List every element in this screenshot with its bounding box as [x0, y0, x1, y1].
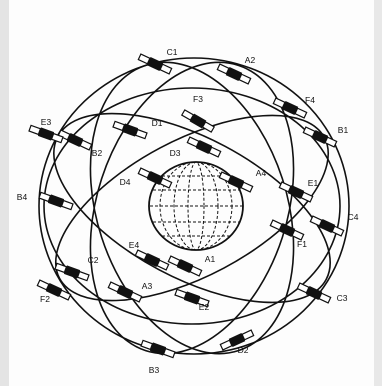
satellite-e4: E4	[129, 240, 170, 271]
satellite-label: B1	[338, 125, 349, 135]
satellite-icon	[135, 249, 170, 272]
satellite-label: D4	[120, 177, 131, 187]
satellite-label: E1	[308, 178, 319, 188]
satellite-f3: F3	[181, 94, 215, 133]
satellite-label: F3	[193, 94, 203, 104]
satellite-e3: E3	[28, 117, 63, 144]
satellite-label: C1	[167, 47, 178, 57]
satellite-label: E3	[41, 117, 52, 127]
satellite-label: F2	[40, 294, 50, 304]
satellite-label: C2	[88, 255, 99, 265]
scan-border-right	[374, 0, 382, 386]
satellite-e2: E2	[174, 288, 209, 312]
scan-border-left	[0, 0, 9, 386]
satellite-icon	[303, 126, 338, 149]
satellite-icon	[181, 109, 215, 134]
satellite-label: C4	[348, 212, 359, 222]
satellite-label: E2	[199, 302, 210, 312]
satellite-icon	[140, 339, 175, 359]
satellite-b2: B2	[58, 129, 103, 158]
orbit-rings	[25, 36, 359, 380]
satellite-d4: D4	[120, 167, 173, 190]
satellite-label: A3	[142, 281, 153, 291]
satellite-label: C3	[337, 293, 348, 303]
satellite-f2: F2	[37, 279, 72, 304]
satellite-icon	[168, 255, 203, 278]
satellite-a1: A1	[168, 254, 216, 277]
satellite-label: A4	[256, 168, 267, 178]
satellite-c1: C1	[138, 47, 178, 75]
satellite-label: F1	[297, 239, 307, 249]
satellite-b3: B3	[140, 339, 175, 375]
satellite-label: E4	[129, 240, 140, 250]
satellite-label: B4	[17, 192, 28, 202]
satellite-label: D3	[170, 148, 181, 158]
satellite-e1: E1	[279, 178, 319, 203]
satellite-label: B2	[92, 148, 103, 158]
satellite-icon	[112, 120, 147, 140]
satellite-label: F4	[305, 95, 315, 105]
satellite-c4: C4	[310, 212, 359, 237]
satellite-label: A1	[205, 254, 216, 264]
satellite-label: B3	[149, 365, 160, 375]
satellite-b4: B4	[17, 191, 74, 211]
satellite-label: D1	[152, 118, 163, 128]
satellite-icon	[187, 136, 222, 159]
satellite-label: D2	[238, 345, 249, 355]
satellite-label: A2	[245, 55, 256, 65]
